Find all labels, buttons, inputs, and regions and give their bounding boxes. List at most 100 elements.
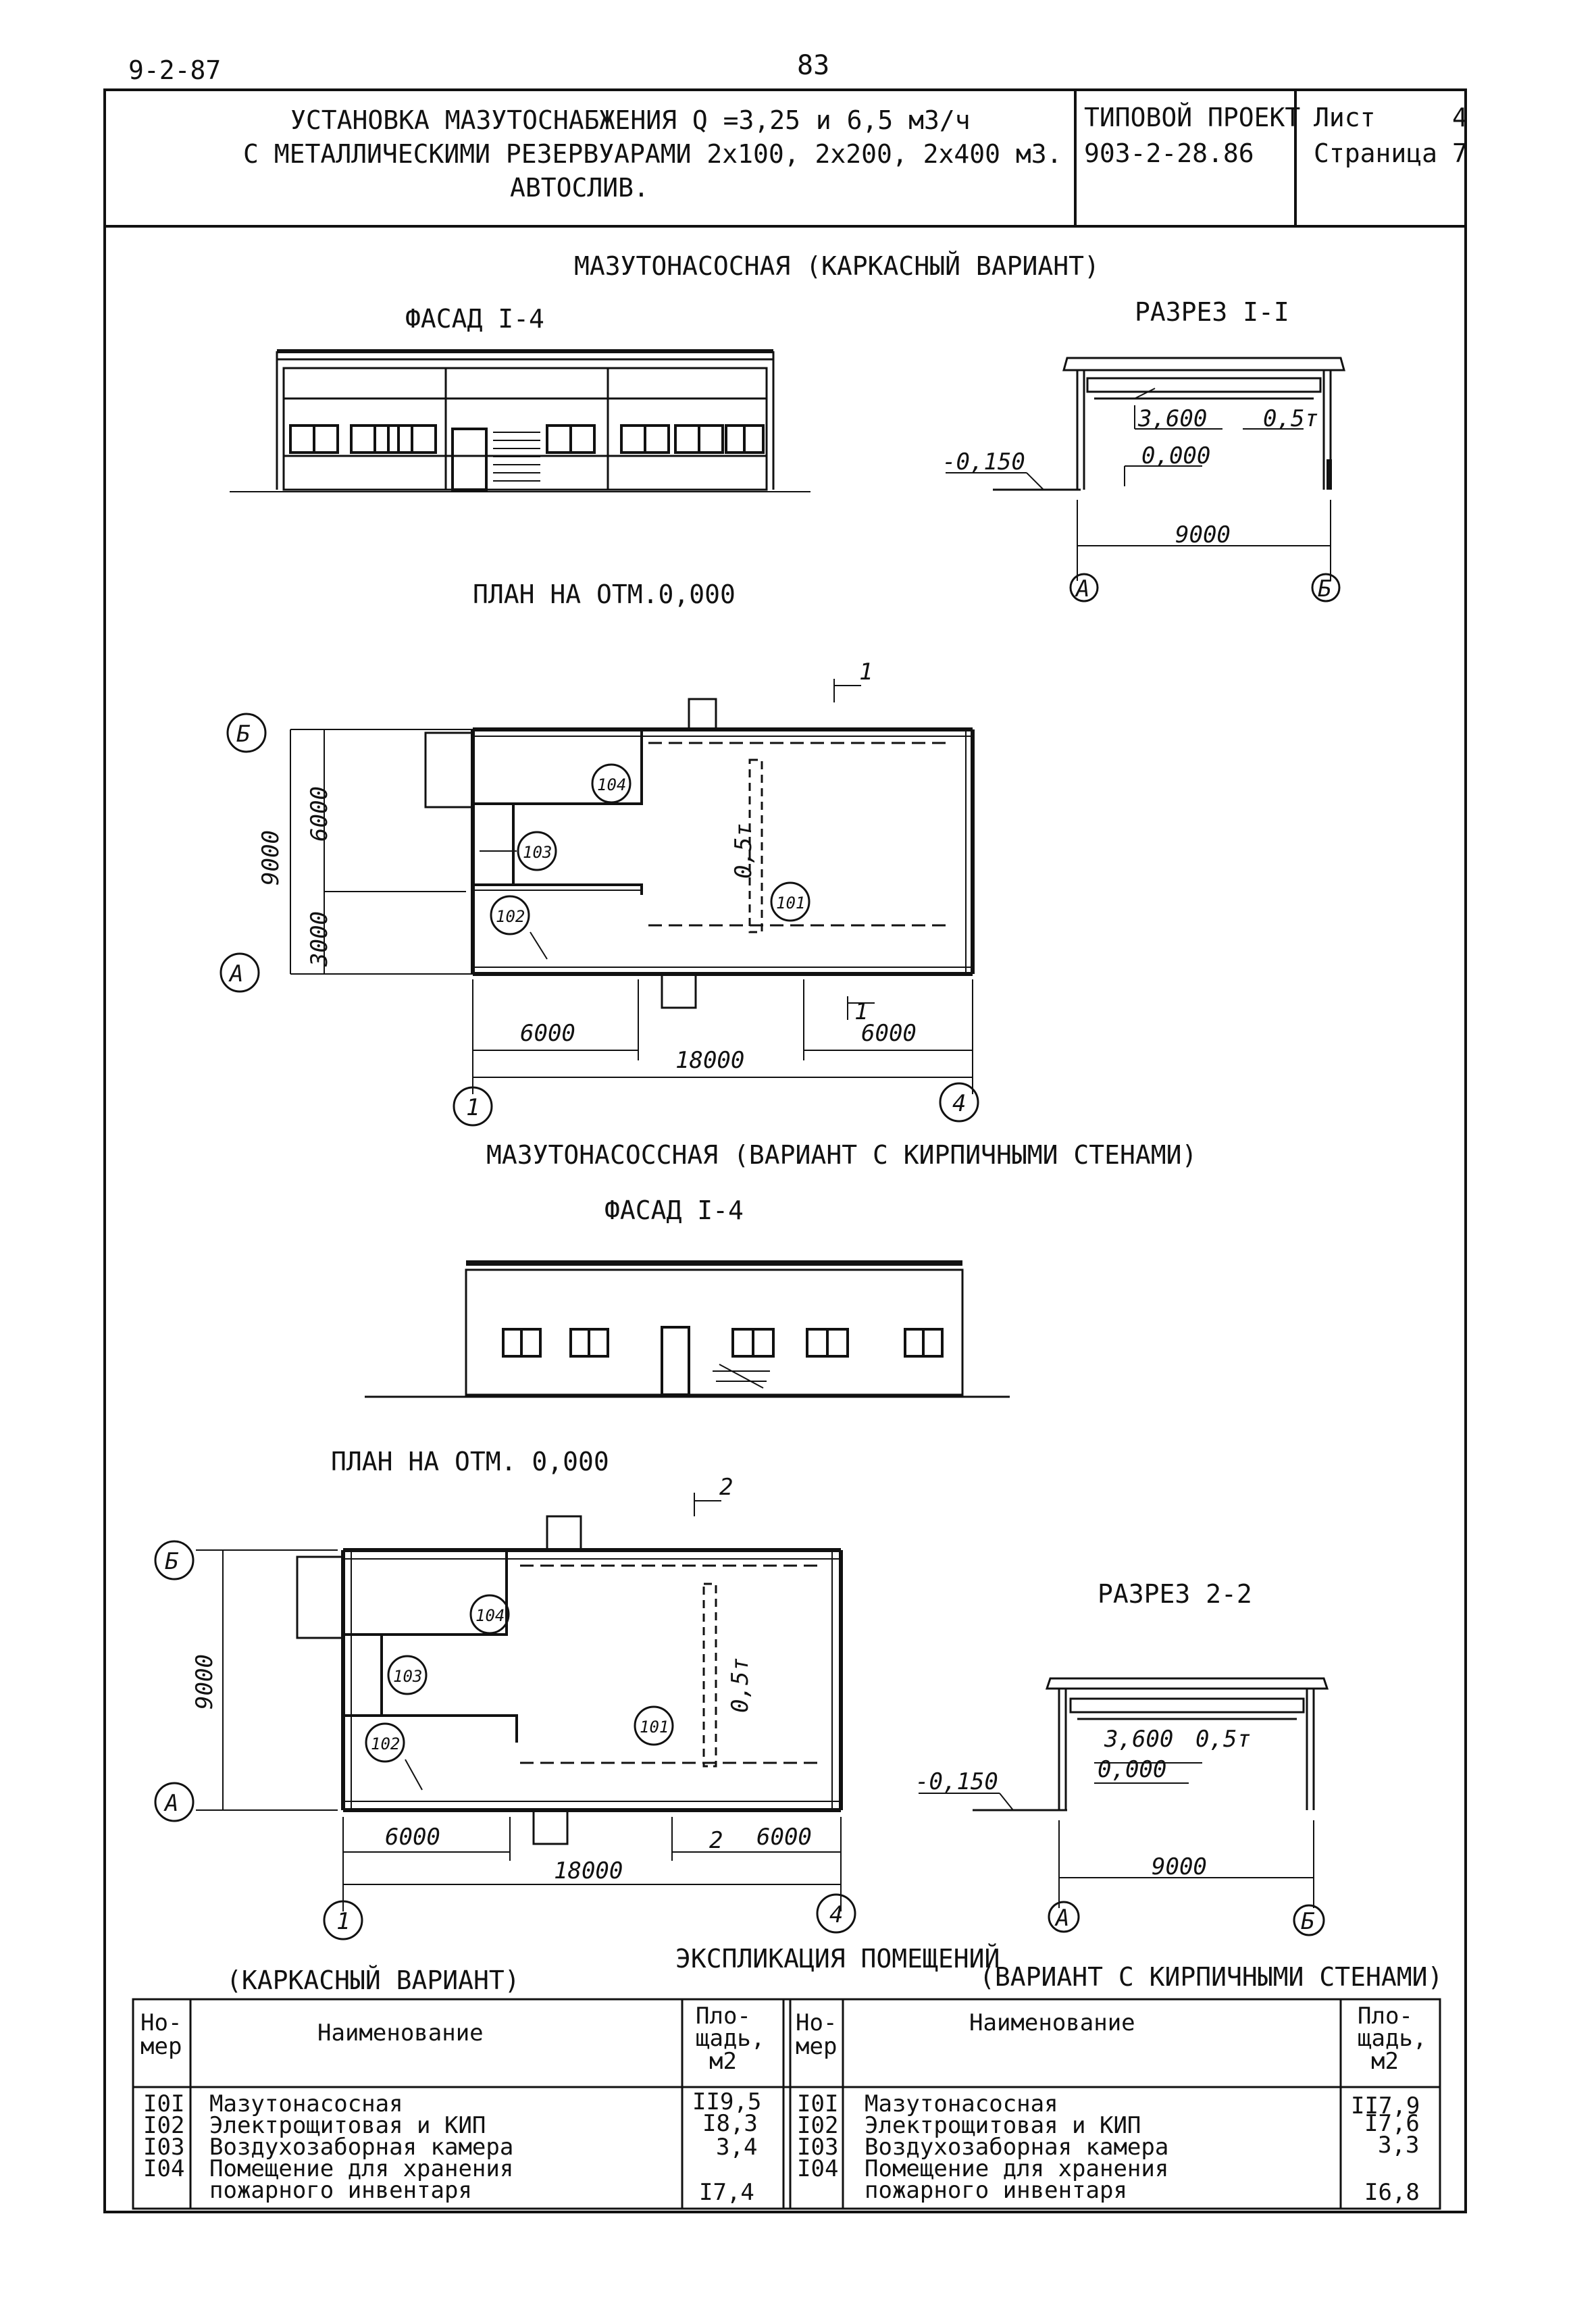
section1-axis-b: Б (1318, 575, 1332, 602)
plan1-room-103: 103 (523, 843, 552, 862)
left-row-num: I03 (143, 2134, 185, 2161)
plan1-axis-4: 4 (952, 1090, 967, 1117)
left-row-name: Мазутонасосная (209, 2090, 403, 2117)
right-row-name: Воздухозаборная камера (865, 2134, 1169, 2161)
plan2-section-mark-bottom: 2 (709, 1827, 723, 1854)
plan1-crane-load: 0,5т (729, 823, 757, 879)
left-row-area: I7,4 (699, 2179, 754, 2206)
plan2-room-101: 101 (640, 1718, 669, 1737)
section2-crane-load: 0,5т (1195, 1726, 1251, 1753)
left-header-name: Наименование (317, 2020, 484, 2047)
right-row-num: I0I (797, 2090, 839, 2117)
plan-brick-variant (154, 1493, 856, 1940)
plan1-axis-b: Б (236, 721, 251, 748)
left-row-name-2: пожарного инвентаря (209, 2177, 472, 2204)
explication-table-grid (132, 1998, 1441, 2210)
plan2-axis-a: А (165, 1790, 179, 1817)
section1-floor-level: 0,000 (1141, 442, 1211, 469)
plan1-section-mark-bottom: 1 (854, 998, 869, 1025)
plan2-room-104: 104 (475, 1606, 505, 1625)
plan2-dim-total: 18000 (554, 1857, 623, 1884)
explication-left-caption: (КАРКАСНЫЙ ВАРИАНТ) (226, 1965, 520, 1995)
plan2-dim-vertical: 9000 (190, 1654, 218, 1709)
section1-crane-level: 3,600 (1138, 405, 1208, 432)
right-row-num: I04 (797, 2155, 839, 2182)
brick-variant-heading: МАЗУТОНАСОССНАЯ (ВАРИАНТ С КИРПИЧНЫМИ СТ… (486, 1140, 1198, 1170)
left-row-num: I04 (143, 2155, 185, 2182)
left-header-num-1: Но- (140, 2009, 182, 2036)
plan2-dim-left: 6000 (385, 1824, 440, 1851)
plan-frame-variant (220, 679, 979, 1127)
section2-axis-a: А (1056, 1905, 1070, 1932)
plan1-dim-upper: 6000 (305, 786, 333, 842)
page-label: Страница (1314, 138, 1438, 168)
sheet-label: Лист (1314, 103, 1376, 132)
left-row-name: Помещение для хранения (209, 2155, 514, 2182)
right-row-num: I03 (797, 2134, 839, 2161)
left-header-area-3: м2 (709, 2048, 737, 2075)
document-code: 9-2-87 (128, 55, 222, 85)
right-row-name: Электрощитовая и КИП (865, 2112, 1141, 2139)
section2-ground-level: -0,150 (915, 1768, 998, 1795)
plan1-axis-1: 1 (466, 1094, 480, 1121)
right-row-name: Помещение для хранения (865, 2155, 1169, 2182)
plan1-room-102: 102 (496, 907, 525, 926)
right-header-area-1: Пло- (1358, 2003, 1413, 2030)
section-2-2-title: РАЗРЕЗ 2-2 (1098, 1579, 1252, 1609)
plan1-dim-total: 18000 (675, 1047, 745, 1074)
left-row-name: Электрощитовая и КИП (209, 2112, 486, 2139)
left-header-num-2: мер (140, 2033, 182, 2060)
facade-brick-variant (365, 1260, 1010, 1398)
plan1-dim-lower: 3000 (305, 911, 333, 967)
section2-crane-level: 3,600 (1104, 1726, 1174, 1753)
section1-ground-level: -0,150 (942, 448, 1025, 475)
section1-axis-a: А (1076, 575, 1090, 602)
right-header-area-2: щадь, (1358, 2025, 1427, 2052)
plan2-room-103: 103 (393, 1667, 423, 1686)
plan2-crane-load: 0,5т (726, 1657, 754, 1713)
brick-plan-title: ПЛАН НА ОТМ. 0,000 (331, 1447, 609, 1476)
section2-span: 9000 (1152, 1853, 1207, 1880)
plan1-section-mark-top: 1 (859, 659, 873, 686)
frame-variant-heading: МАЗУТОНАСОСНАЯ (КАРКАСНЫЙ ВАРИАНТ) (574, 251, 1100, 281)
plan1-axis-a: А (230, 960, 244, 987)
section-1-1 (946, 357, 1345, 602)
left-row-num: I0I (143, 2090, 185, 2117)
section2-axis-b: Б (1301, 1908, 1315, 1935)
frame-facade-title: ФАСАД I-4 (405, 304, 544, 334)
left-row-name: Воздухозаборная камера (209, 2134, 514, 2161)
title-line-1: УСТАНОВКА МАЗУТОСНАБЖЕНИЯ Q =3,25 и 6,5 … (290, 105, 971, 135)
right-row-num: I02 (797, 2112, 839, 2139)
left-row-area: 3,4 (716, 2134, 758, 2161)
section2-floor-level: 0,000 (1098, 1756, 1167, 1783)
explication-right-caption: (ВАРИАНТ С КИРПИЧНЫМИ СТЕНАМИ) (979, 1962, 1443, 1992)
brick-facade-title: ФАСАД I-4 (604, 1195, 744, 1225)
plan1-room-101: 101 (776, 894, 806, 912)
left-header-area-1: Пло- (696, 2003, 751, 2030)
plan1-dim-right: 6000 (861, 1020, 917, 1047)
page-number: 83 (797, 50, 830, 81)
frame-plan-title: ПЛАН НА ОТМ.0,000 (473, 580, 736, 609)
left-row-area: II9,5 (692, 2088, 762, 2115)
sheet-frame (103, 88, 1467, 2213)
left-header-area-2: щадь, (696, 2025, 765, 2052)
right-row-area: I7,6 (1364, 2110, 1420, 2137)
section-2-2 (919, 1677, 1329, 1936)
sheet-value: 4 (1452, 103, 1468, 132)
title-line-3: АВТОСЛИВ. (510, 173, 649, 203)
right-header-num-2: мер (796, 2033, 838, 2060)
section1-crane-load: 0,5т (1263, 405, 1318, 432)
plan2-axis-1: 1 (336, 1908, 351, 1935)
project-number: 903-2-28.86 (1084, 138, 1254, 168)
right-row-area: II7,9 (1351, 2092, 1420, 2119)
right-row-area: 3,3 (1378, 2132, 1420, 2159)
plan2-axis-4: 4 (829, 1901, 844, 1928)
right-row-area: I6,8 (1364, 2179, 1420, 2206)
plan2-dim-right: 6000 (756, 1824, 812, 1851)
left-row-area: I8,3 (702, 2110, 758, 2137)
left-row-num: I02 (143, 2112, 185, 2139)
plan1-room-104: 104 (597, 775, 627, 794)
plan2-axis-b: Б (165, 1548, 179, 1575)
plan2-section-mark-top: 2 (719, 1474, 733, 1501)
